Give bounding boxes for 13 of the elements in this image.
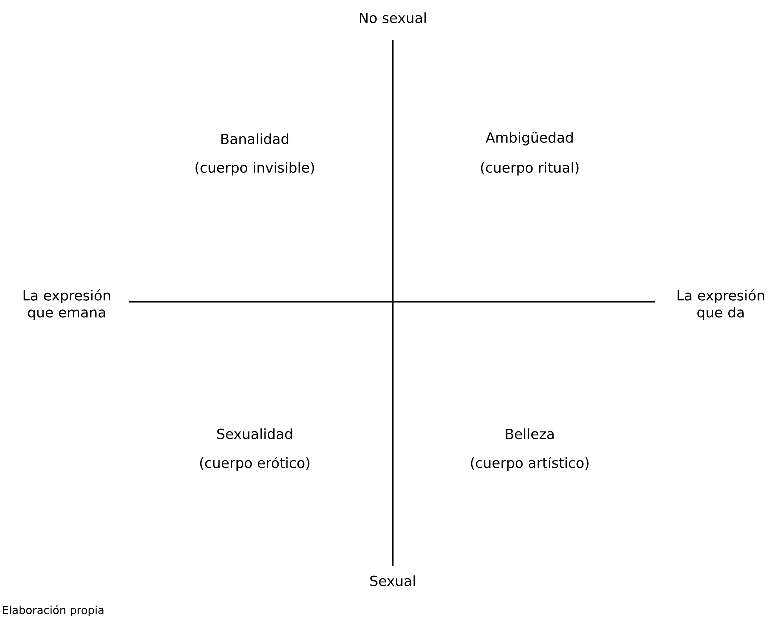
axis-label: No sexual [360, 12, 426, 24]
caption: Elaboración propia [3, 605, 104, 617]
quadrant-label: Sexualidad [218, 428, 292, 440]
quadrant-label: (cuerpo ritual) [481, 162, 579, 176]
quadrant-label: (cuerpo erótico) [200, 456, 310, 472]
axis-label: La expresión que emana [24, 290, 110, 320]
quadrant-label: (cuerpo invisible) [196, 162, 314, 176]
axis-label: Sexual [370, 576, 416, 586]
quadrant-label: Ambigüedad [486, 132, 573, 146]
quadrant-label: Banalidad [222, 134, 289, 144]
quadrant-label: (cuerpo artístico) [471, 456, 589, 472]
axis-label: La expresión que da [678, 290, 764, 320]
quadrant-label: Belleza [506, 428, 554, 440]
